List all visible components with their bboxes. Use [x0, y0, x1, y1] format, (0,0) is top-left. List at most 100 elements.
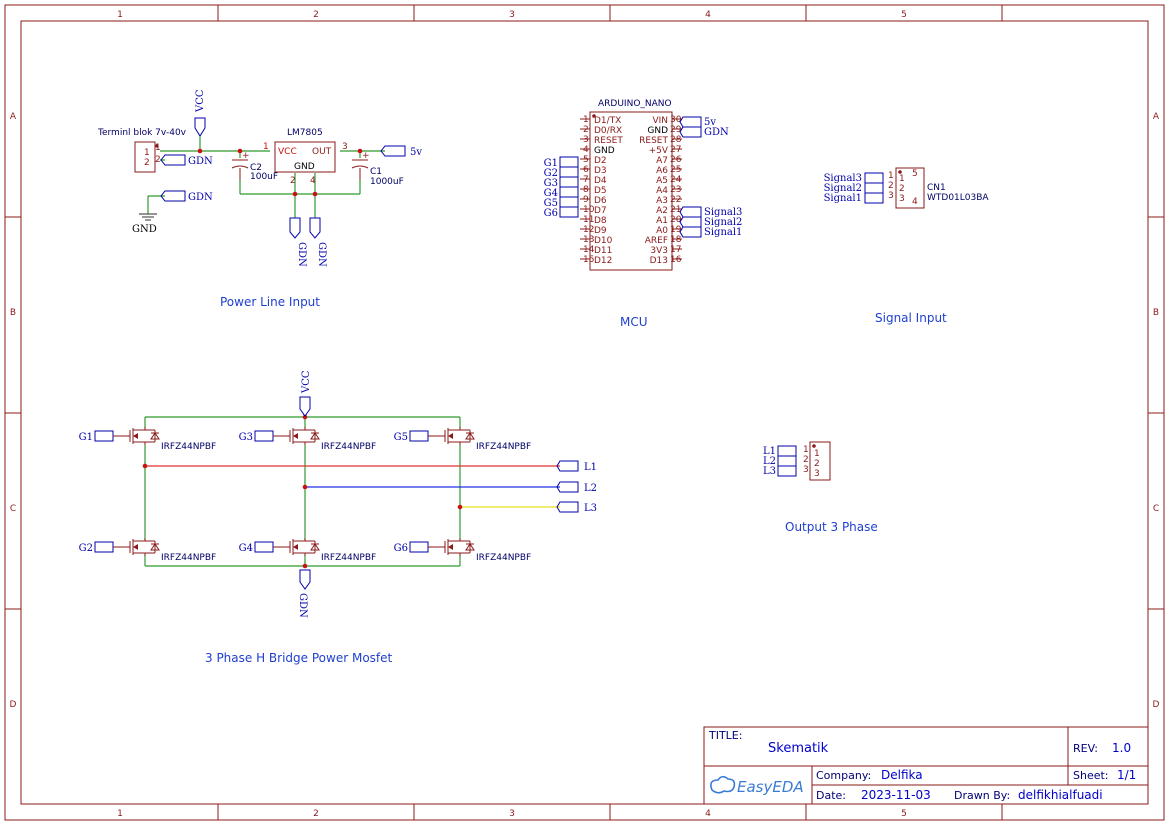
pin-name: D4 [594, 176, 607, 186]
easyeda-logo-icon [710, 775, 736, 794]
drawing-frame [4, 4, 1165, 821]
gate-net-label: G3 [239, 432, 253, 443]
gdn-port-icon [679, 126, 702, 138]
signal-section-title: Signal Input [875, 311, 947, 325]
drawn-by-value: delfikhialfuadi [1018, 788, 1103, 802]
cn1-pin: 2 [899, 184, 905, 194]
net-label: G6 [544, 208, 558, 219]
signal-port-icon [864, 172, 884, 184]
bridge-section: VCC GDN G1IRFZ44NPBFG3IRFZ44NPBFG5IRFZ44… [79, 370, 597, 665]
pin-number: 11 [583, 215, 594, 225]
pin-number: 18 [670, 235, 682, 245]
pin-name: D11 [594, 246, 612, 256]
phase-port-icon [556, 481, 579, 493]
pin-number: 7 [583, 175, 589, 185]
pin-name: D13 [650, 256, 668, 266]
gdn-flag-label: GDN [297, 593, 308, 618]
cn1-connector-symbol[interactable] [895, 167, 925, 209]
gate-port-icon [254, 541, 274, 553]
col-label: 1 [117, 10, 123, 20]
pin-number: 13 [583, 235, 594, 245]
sheet-value: 1/1 [1117, 768, 1136, 782]
pin-number: 25 [670, 165, 681, 175]
net-label: Signal1 [704, 227, 742, 238]
pin-number: 10 [583, 205, 595, 215]
signal-port-icon [864, 192, 884, 204]
row-label: B [10, 308, 16, 318]
pin-number: 27 [670, 145, 681, 155]
power-section-title: Power Line Input [220, 295, 320, 309]
pin-name: +5V [649, 146, 669, 156]
mcu-section-title: MCU [620, 315, 648, 329]
row-label: A [10, 112, 17, 122]
cn1-pin-number: 3 [888, 191, 894, 201]
pin-number: 2 [583, 125, 589, 135]
5v-net-label: 5v [410, 147, 422, 158]
pin-number: 22 [670, 195, 681, 205]
pin-number: 23 [670, 185, 681, 195]
pin-name: D7 [594, 206, 607, 216]
title-value: Skematik [768, 741, 829, 756]
regulator-symbol[interactable] [274, 141, 336, 173]
cap-polarity: + [242, 151, 250, 161]
pin-name: VIN [652, 116, 668, 126]
pin-number: 26 [670, 155, 682, 165]
terminal-block-symbol[interactable] [134, 141, 156, 173]
gdn-net-label: GDN [188, 192, 213, 203]
pin-number: 3 [583, 135, 589, 145]
signal-port-icon [679, 216, 702, 228]
mcu-name: ARDUINO_NANO [598, 99, 672, 109]
net-label: G1 [544, 158, 558, 169]
signal-port-icon [864, 182, 884, 194]
net-label: G4 [544, 188, 558, 199]
capacitor-c2-symbol[interactable] [231, 159, 249, 180]
date-value: 2023-11-03 [861, 788, 931, 802]
mosfet-part: IRFZ44NPBF [476, 553, 531, 563]
gdn-net-label: GDN [316, 242, 327, 267]
5v-port-icon [679, 116, 702, 128]
company-value: Delfika [881, 768, 923, 782]
rev-value: 1.0 [1112, 741, 1131, 755]
out-pin-number: 2 [803, 455, 809, 465]
pin-number: 28 [670, 135, 682, 145]
output-section-title: Output 3 Phase [785, 520, 878, 534]
phase-port-icon [777, 445, 797, 457]
output-section: 1 2 3 1 2 3 L1 L2 L3 Output 3 Phase [763, 441, 878, 534]
mosfet-part: IRFZ44NPBF [161, 553, 216, 563]
reg-gnd-pin: GND [294, 162, 315, 172]
cn1-pin-number: 1 [888, 171, 894, 181]
cn1-pin: 3 [899, 194, 905, 204]
pin-name: D8 [594, 216, 607, 226]
reg-pin-number: 1 [263, 142, 269, 152]
net-label: L3 [763, 466, 776, 477]
arduino-nano-symbol[interactable] [589, 111, 673, 271]
net-label: Signal2 [704, 217, 742, 228]
pin-name: 3V3 [650, 246, 668, 256]
pin-name: D9 [594, 226, 607, 236]
mosfet-part: IRFZ44NPBF [321, 553, 376, 563]
col-label: 2 [313, 809, 319, 819]
output-connector-symbol[interactable] [809, 441, 831, 481]
frame-labels: 1 2 3 4 5 1 2 3 4 5 A B C D A B C D [10, 10, 1160, 819]
5v-port-icon [380, 145, 406, 157]
pin-name: A5 [656, 176, 668, 186]
cn1-pin-number: 2 [888, 181, 894, 191]
signal-port-icon [679, 206, 702, 218]
gate-port-icon [409, 430, 429, 442]
sheet-label: Sheet: [1073, 769, 1109, 782]
col-label: 3 [509, 10, 515, 20]
pin-name: A4 [656, 186, 668, 196]
pin-number: 15 [583, 255, 594, 265]
pin-name: A0 [656, 226, 668, 236]
mosfet-part: IRFZ44NPBF [161, 442, 216, 452]
capacitor-c1-symbol[interactable] [351, 159, 369, 180]
gate-net-label: G5 [394, 432, 408, 443]
